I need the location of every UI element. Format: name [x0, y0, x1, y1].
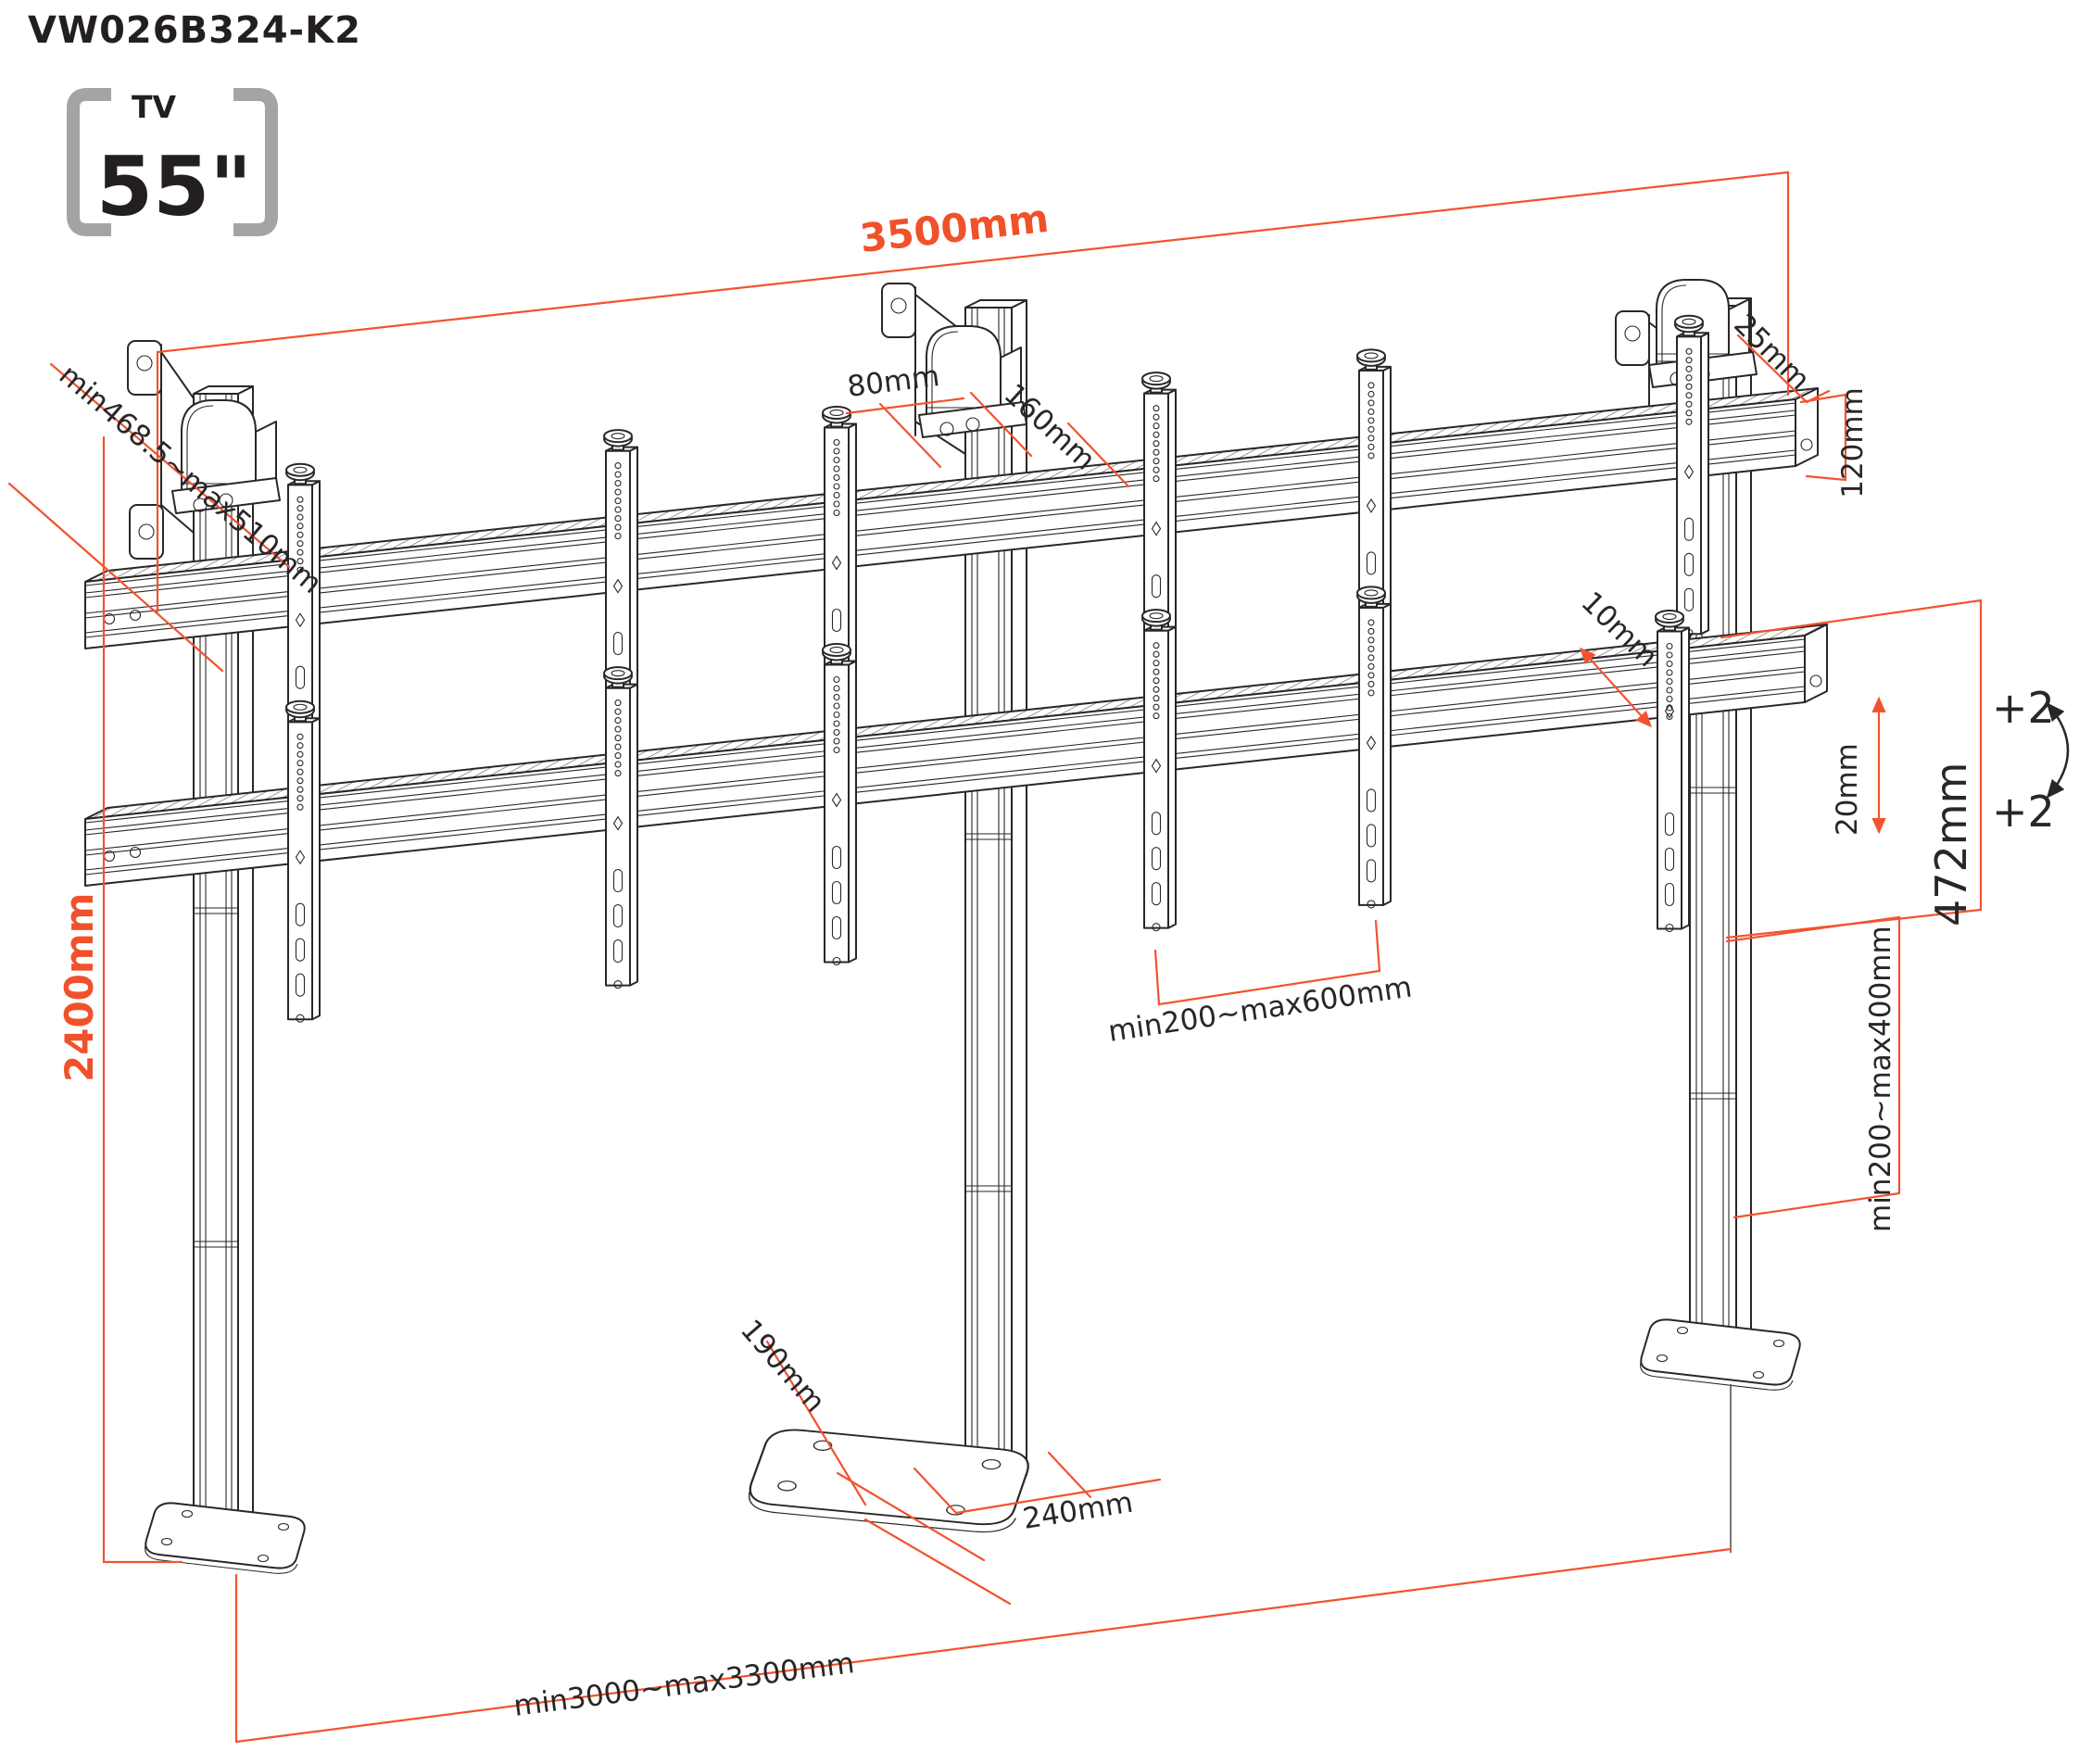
dim-rail-height: 120mm: [1799, 387, 1870, 498]
dim-rail-height-label: 120mm: [1836, 387, 1870, 498]
badge-tv-label: TV: [132, 89, 177, 125]
dim-base-width-label: 240mm: [1021, 1486, 1136, 1536]
base-plates: [145, 1318, 1801, 1574]
dim-floor-span-label: min3000~max3300mm: [511, 1646, 856, 1723]
dim-total-width-label: 3500mm: [858, 195, 1052, 261]
dim-base-depth-label: 190mm: [734, 1314, 832, 1419]
dim-tilt-bottom-label: +2: [1992, 787, 2055, 837]
horizontal-rails: [84, 387, 1828, 887]
rail-lower: [84, 624, 1828, 887]
badge-bracket-right: [233, 88, 278, 236]
vesa-strip: [285, 699, 321, 1023]
vesa-strip: [1674, 314, 1709, 637]
page-title: VW026B324-K2: [28, 9, 361, 52]
vesa-strip: [603, 666, 638, 989]
vesa-strip: [1655, 610, 1690, 933]
dim-tilt-top-label: +2: [1992, 683, 2055, 733]
base-plate-center: [748, 1429, 1029, 1533]
vesa-strip: [1141, 609, 1177, 932]
base-plate-left: [145, 1502, 306, 1574]
wall-bracket-left: [127, 340, 281, 560]
tilt-arc-arrow: [2046, 702, 2070, 799]
base-plate-right: [1640, 1318, 1801, 1391]
vesa-strip: [822, 642, 857, 966]
dim-bracket-length: 472mm: [1720, 598, 1983, 939]
dim-height-fine-adjust: 20mm: [1831, 696, 1886, 836]
dim-floor-span: min3000~max3300mm: [234, 1547, 1732, 1744]
dim-vesa-height-range: min200~max400mm: [1725, 915, 1901, 1232]
dim-total-height-label: 2400mm: [57, 893, 102, 1082]
vesa-strip: [1356, 586, 1392, 909]
spacer-block-left: [171, 399, 281, 514]
dim-vesa-height-range-label: min200~max400mm: [1864, 926, 1897, 1232]
badge-size-label: 55": [96, 139, 252, 234]
header: VW026B324-K2 TV 55": [28, 9, 361, 236]
dim-vesa-width-range: min200~max600mm: [1106, 919, 1414, 1049]
tv-size-badge: TV 55": [67, 88, 278, 236]
vesa-strips: [285, 314, 1709, 1023]
dim-total-height: 2400mm: [57, 435, 183, 1564]
floor-posts: [193, 297, 1752, 1531]
dim-tilt-range: +2 +2: [1992, 683, 2070, 837]
dim-bracket-length-label: 472mm: [1926, 762, 1976, 926]
badge-bracket-left: [67, 88, 111, 236]
dim-vesa-width-range-label: min200~max600mm: [1106, 970, 1414, 1048]
dim-height-fine-adjust-label: 20mm: [1831, 743, 1864, 836]
